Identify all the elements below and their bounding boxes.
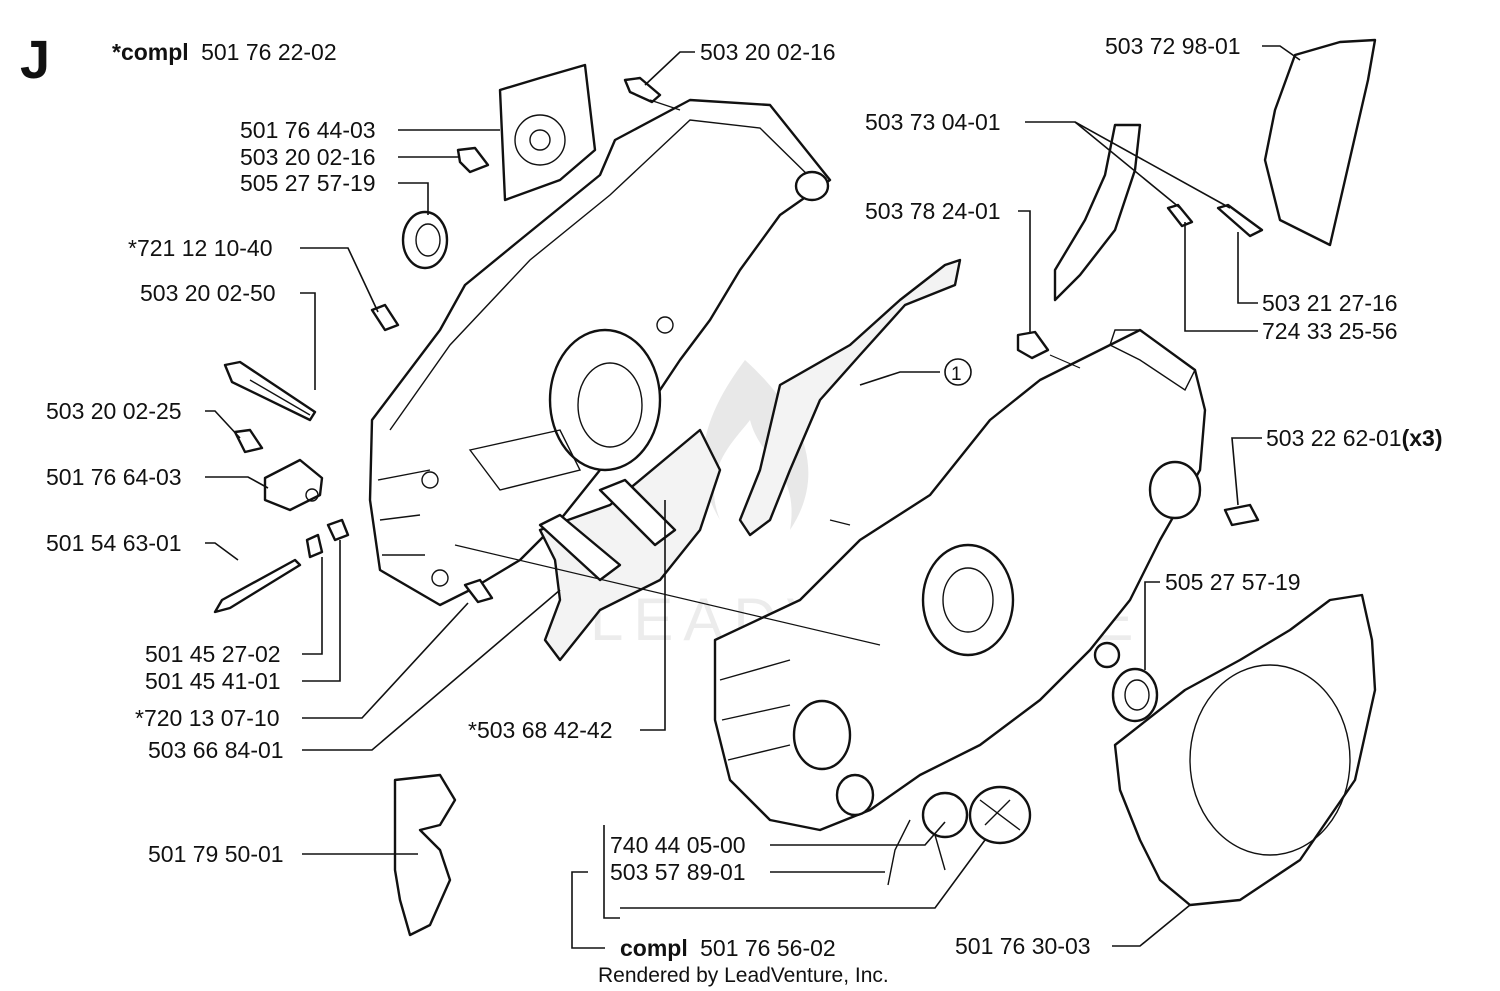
cover-plate xyxy=(498,63,597,202)
label-503-22-62-01-part: 503 22 62-01 xyxy=(1266,425,1402,451)
label-724-33-25-56: 724 33 25-56 xyxy=(1262,318,1398,344)
footer-part-no: 501 76 56-02 xyxy=(700,935,836,961)
label-503-20-02-50: 503 20 02-50 xyxy=(140,280,276,306)
header-part-no: 501 76 22-02 xyxy=(201,39,337,65)
label-740-44-05-00: 740 44 05-00 xyxy=(610,832,746,858)
label-505-27-57-19-right: 505 27 57-19 xyxy=(1165,569,1301,595)
label-503-22-62-01: 503 22 62-01(x3) xyxy=(1266,425,1442,451)
oil-seal-top xyxy=(401,210,449,270)
label-505-27-57-19-top: 505 27 57-19 xyxy=(240,170,376,196)
label-501-45-27-02: 501 45 27-02 xyxy=(145,641,281,667)
section-letter: J xyxy=(20,30,50,90)
footer-assembly: compl 501 76 56-02 xyxy=(620,935,836,961)
left-crankcase-half xyxy=(368,98,832,607)
label-501-76-64-03: 501 76 64-03 xyxy=(46,464,182,490)
top-right-guard xyxy=(1263,38,1377,247)
header-assembly: *compl 501 76 22-02 xyxy=(112,39,337,65)
label-720-13-07-10: *720 13 07-10 xyxy=(135,705,280,731)
label-501-54-63-01: 501 54 63-01 xyxy=(46,530,182,556)
oil-cap xyxy=(887,785,1032,886)
label-501-79-50-01: 501 79 50-01 xyxy=(148,841,284,867)
clip-503-22 xyxy=(1223,503,1260,527)
leader-lines xyxy=(205,45,1301,949)
small-nuts xyxy=(305,518,350,559)
label-503-57-89-01: 503 57 89-01 xyxy=(610,859,746,885)
label-501-76-30-03: 501 76 30-03 xyxy=(955,933,1091,959)
label-503-68-42-42: *503 68 42-42 xyxy=(468,717,613,743)
footer-prefix: compl xyxy=(620,935,688,961)
alignment-lines xyxy=(454,99,1081,646)
label-503-78-24-01: 503 78 24-01 xyxy=(865,198,1001,224)
label-503-72-98-01: 503 72 98-01 xyxy=(1105,33,1241,59)
label-503-20-02-16-mid: 503 20 02-16 xyxy=(240,144,376,170)
screws xyxy=(213,76,1264,614)
label-503-20-02-25: 503 20 02-25 xyxy=(46,398,182,424)
clutch-cover xyxy=(1113,593,1377,907)
label-503-22-62-01-qty: (x3) xyxy=(1402,425,1443,451)
tensioner xyxy=(263,458,324,512)
bumper-spike xyxy=(393,773,457,937)
crankcase-gasket xyxy=(538,258,962,662)
label-503-73-04-01: 503 73 04-01 xyxy=(865,109,1001,135)
label-503-20-02-16-top: 503 20 02-16 xyxy=(700,39,836,65)
long-bolt xyxy=(223,360,317,422)
footer-credit: Rendered by LeadVenture, Inc. xyxy=(598,964,889,987)
label-503-21-27-16: 503 21 27-16 xyxy=(1262,290,1398,316)
cover-plate-right xyxy=(1053,123,1142,302)
clip-503-78 xyxy=(1016,330,1050,360)
label-721-12-10-40: *721 12 10-40 xyxy=(128,235,273,261)
callout-1: 1 xyxy=(944,358,972,386)
header-prefix: *compl xyxy=(112,39,189,65)
label-503-66-84-01: 503 66 84-01 xyxy=(148,737,284,763)
right-crankcase-half xyxy=(713,328,1207,832)
callout-number: 1 xyxy=(951,364,962,385)
label-501-76-44-03: 501 76 44-03 xyxy=(240,117,376,143)
label-501-45-41-01: 501 45 41-01 xyxy=(145,668,281,694)
oil-seal-right xyxy=(1111,667,1159,723)
